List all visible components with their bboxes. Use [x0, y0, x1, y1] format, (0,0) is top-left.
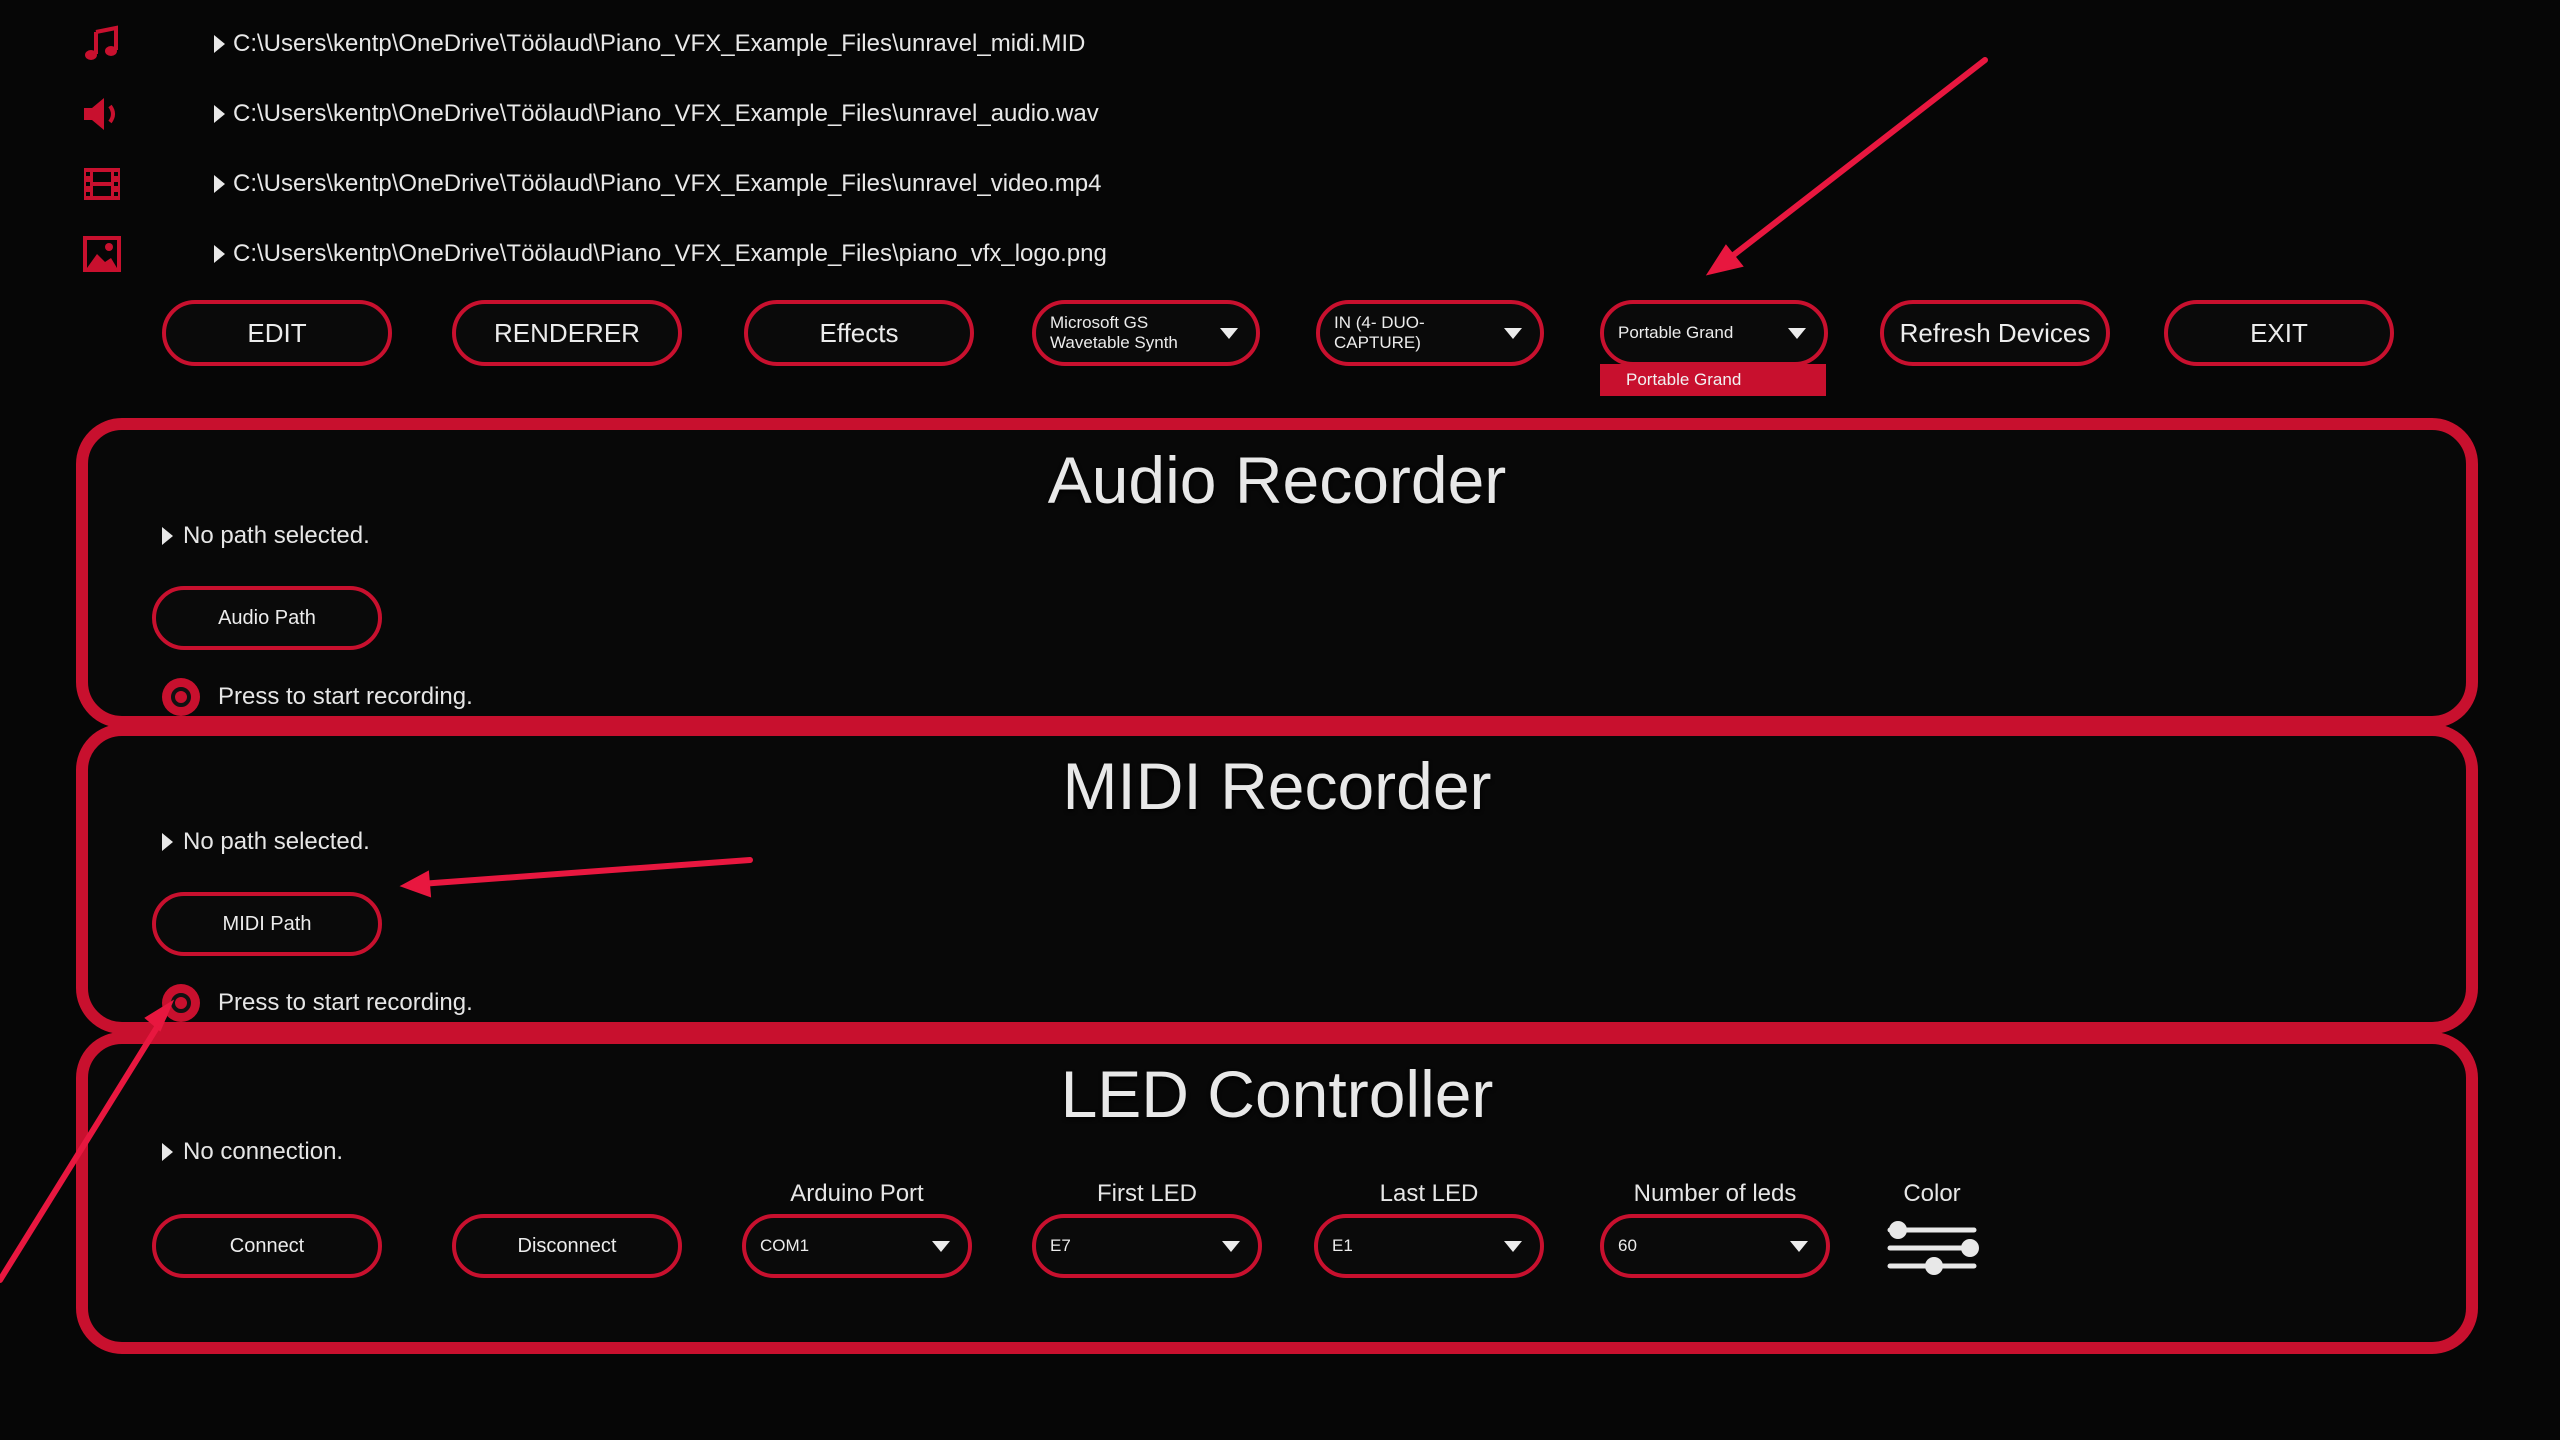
- color-label: Color: [1903, 1180, 1961, 1207]
- color-sliders-icon[interactable]: [1884, 1216, 1984, 1280]
- film-icon: [76, 158, 128, 210]
- midi-path-status-text: No path selected.: [183, 828, 370, 855]
- midi-record-row: Press to start recording.: [162, 984, 473, 1022]
- panel-title: MIDI Recorder: [1062, 749, 1492, 823]
- audio-record-status: Press to start recording.: [218, 683, 473, 710]
- expand-triangle-icon[interactable]: [162, 1143, 173, 1161]
- led-controller-panel: LED Controller No connection. Connect Di…: [76, 1032, 2478, 1354]
- midi-file-path[interactable]: C:\Users\kentp\OneDrive\Töölaud\Piano_VF…: [233, 30, 1086, 57]
- chevron-down-icon: [932, 1241, 950, 1252]
- exit-button[interactable]: EXIT: [2164, 300, 2394, 366]
- midi-record-button[interactable]: [162, 984, 200, 1022]
- chevron-down-icon: [1504, 1241, 1522, 1252]
- midi-output-selected: Microsoft GS Wavetable Synth: [1050, 313, 1178, 352]
- expand-triangle-icon[interactable]: [162, 833, 173, 851]
- file-row-audio[interactable]: C:\Users\kentp\OneDrive\Töölaud\Piano_VF…: [76, 86, 1099, 142]
- first-led-label: First LED: [1096, 1180, 1197, 1207]
- chevron-down-icon: [1222, 1241, 1240, 1252]
- audio-path-status: No path selected.: [162, 522, 370, 550]
- expand-triangle-icon[interactable]: [214, 175, 225, 193]
- midi-input-select[interactable]: IN (4- DUO-CAPTURE): [1316, 300, 1544, 366]
- instrument-option[interactable]: Portable Grand: [1600, 364, 1826, 396]
- expand-triangle-icon[interactable]: [214, 245, 225, 263]
- arduino-port-label: Arduino Port: [790, 1180, 924, 1207]
- connection-status-text: No connection.: [183, 1138, 344, 1165]
- number-of-leds-selected: 60: [1618, 1236, 1637, 1255]
- instrument-select[interactable]: Portable Grand: [1600, 300, 1828, 366]
- chevron-down-icon: [1788, 328, 1806, 339]
- first-led-selected: E7: [1050, 1236, 1071, 1255]
- file-row-video[interactable]: C:\Users\kentp\OneDrive\Töölaud\Piano_VF…: [76, 156, 1101, 212]
- panel-title: Audio Recorder: [1047, 443, 1507, 517]
- music-note-icon: [76, 18, 128, 70]
- audio-path-status-text: No path selected.: [183, 522, 370, 549]
- last-led-select[interactable]: E1: [1314, 1214, 1544, 1278]
- expand-triangle-icon[interactable]: [214, 35, 225, 53]
- midi-output-select[interactable]: Microsoft GS Wavetable Synth: [1032, 300, 1260, 366]
- audio-record-button[interactable]: [162, 678, 200, 716]
- record-icon: [171, 687, 191, 707]
- connection-status: No connection.: [162, 1138, 343, 1166]
- last-led-selected: E1: [1332, 1236, 1353, 1255]
- audio-recorder-panel: Audio Recorder No path selected. Audio P…: [76, 418, 2478, 728]
- file-row-midi[interactable]: C:\Users\kentp\OneDrive\Töölaud\Piano_VF…: [76, 16, 1085, 72]
- connect-button[interactable]: Connect: [152, 1214, 382, 1278]
- audio-record-row: Press to start recording.: [162, 678, 473, 716]
- speaker-icon: [76, 88, 128, 140]
- arduino-port-selected: COM1: [760, 1236, 810, 1255]
- renderer-button[interactable]: RENDERER: [452, 300, 682, 366]
- chevron-down-icon: [1504, 328, 1522, 339]
- record-icon: [171, 993, 191, 1013]
- refresh-devices-button[interactable]: Refresh Devices: [1880, 300, 2110, 366]
- expand-triangle-icon[interactable]: [214, 105, 225, 123]
- edit-button[interactable]: EDIT: [162, 300, 392, 366]
- expand-triangle-icon[interactable]: [162, 527, 173, 545]
- arduino-port-select[interactable]: COM1: [742, 1214, 972, 1278]
- number-of-leds-label: Number of leds: [1633, 1180, 1797, 1207]
- effects-button[interactable]: Effects: [744, 300, 974, 366]
- file-row-image[interactable]: C:\Users\kentp\OneDrive\Töölaud\Piano_VF…: [76, 226, 1107, 282]
- audio-file-path[interactable]: C:\Users\kentp\OneDrive\Töölaud\Piano_VF…: [233, 100, 1099, 127]
- number-of-leds-select[interactable]: 60: [1600, 1214, 1830, 1278]
- image-icon: [76, 228, 128, 280]
- midi-path-status: No path selected.: [162, 828, 370, 856]
- panel-title: LED Controller: [1060, 1057, 1494, 1131]
- image-file-path[interactable]: C:\Users\kentp\OneDrive\Töölaud\Piano_VF…: [233, 240, 1107, 267]
- disconnect-button[interactable]: Disconnect: [452, 1214, 682, 1278]
- first-led-select[interactable]: E7: [1032, 1214, 1262, 1278]
- video-file-path[interactable]: C:\Users\kentp\OneDrive\Töölaud\Piano_VF…: [233, 170, 1102, 197]
- midi-input-selected: IN (4- DUO-CAPTURE): [1334, 313, 1425, 352]
- chevron-down-icon: [1790, 1241, 1808, 1252]
- midi-path-button[interactable]: MIDI Path: [152, 892, 382, 956]
- last-led-label: Last LED: [1379, 1180, 1479, 1207]
- instrument-selected: Portable Grand: [1618, 323, 1734, 342]
- chevron-down-icon: [1220, 328, 1238, 339]
- midi-recorder-panel: MIDI Recorder No path selected. MIDI Pat…: [76, 724, 2478, 1034]
- midi-record-status: Press to start recording.: [218, 989, 473, 1016]
- audio-path-button[interactable]: Audio Path: [152, 586, 382, 650]
